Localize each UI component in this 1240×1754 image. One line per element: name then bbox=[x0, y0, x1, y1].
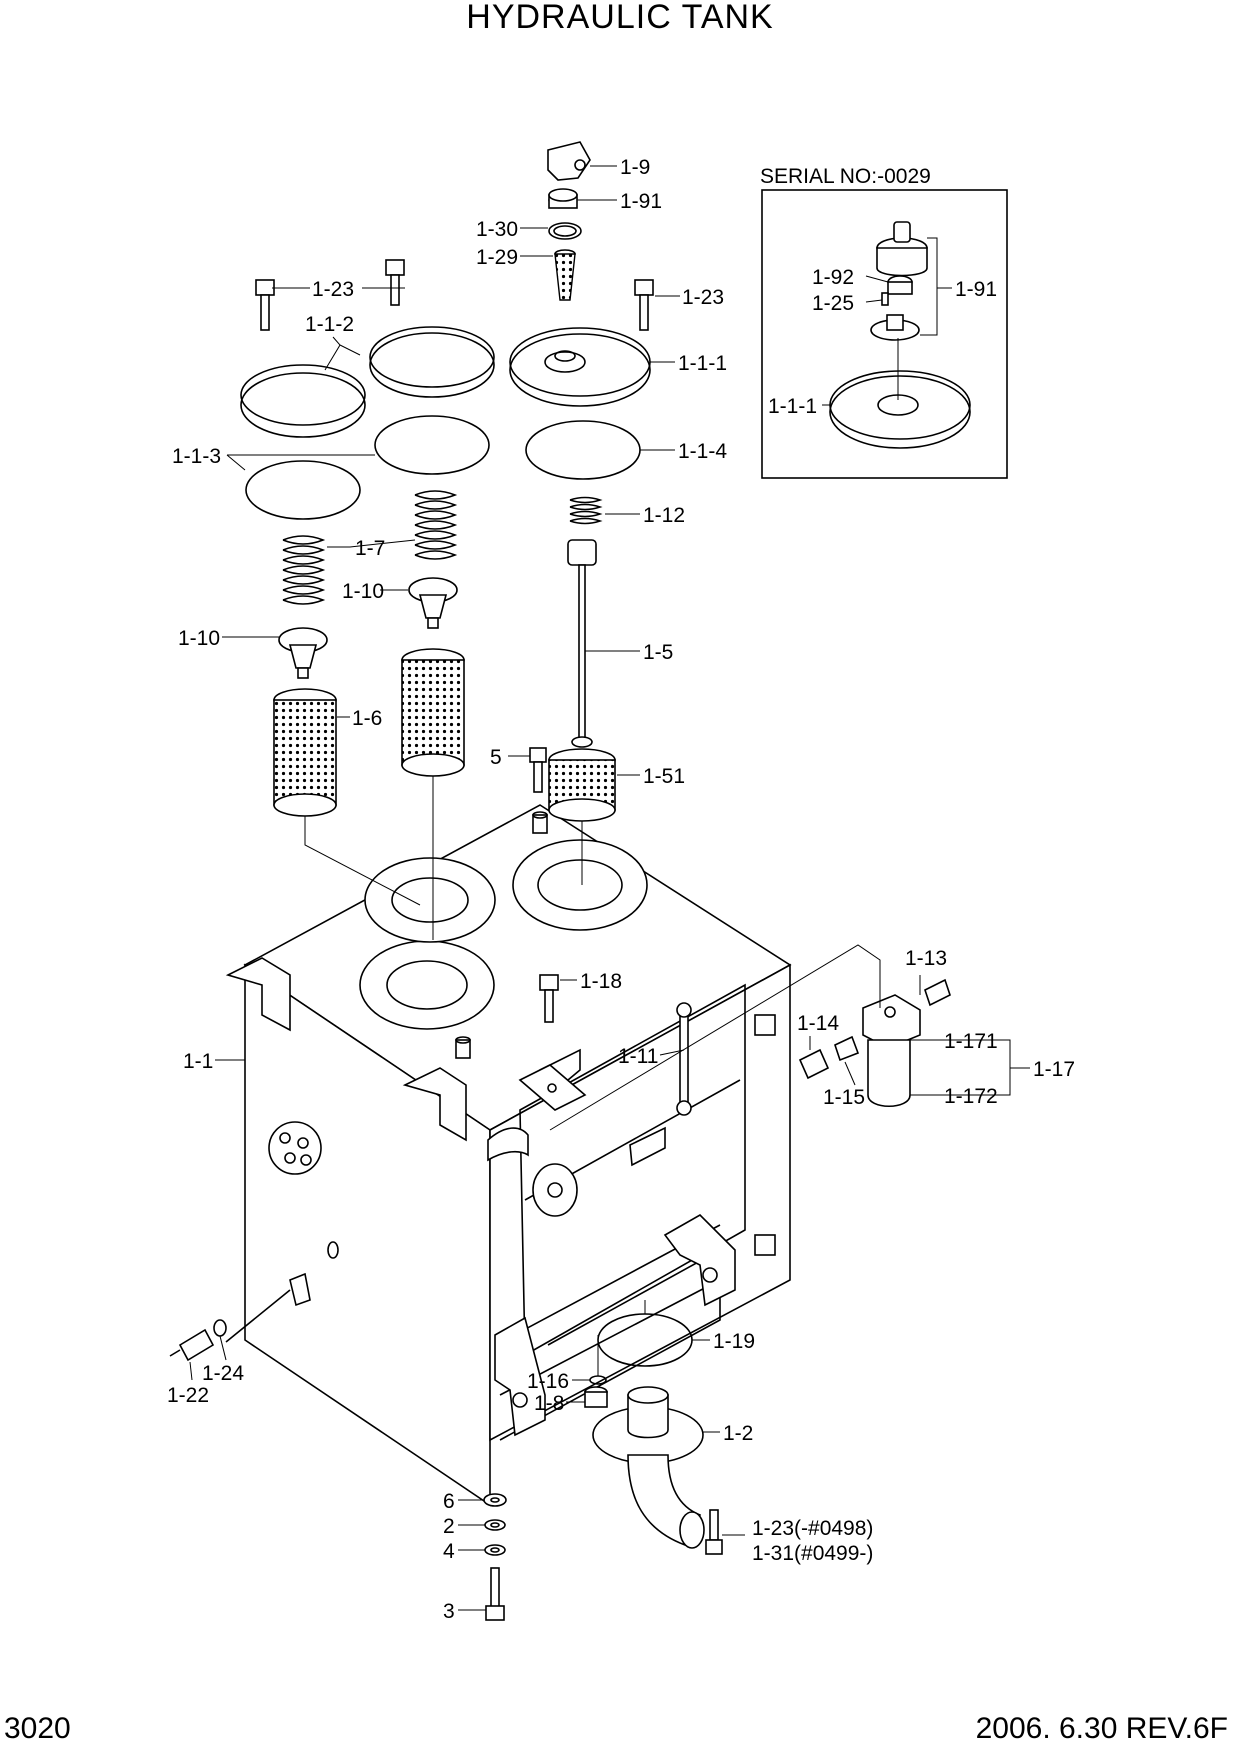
label-1-23b: 1-23 bbox=[682, 286, 724, 309]
label-1-1-4: 1-1-4 bbox=[678, 440, 727, 463]
o-ring-1-24 bbox=[213, 1319, 227, 1337]
label-1-9: 1-9 bbox=[620, 156, 650, 179]
label-1-18: 1-18 bbox=[580, 970, 622, 993]
filter-rod bbox=[567, 539, 597, 748]
bolt-1-23-pipe bbox=[705, 1509, 723, 1555]
bolt-1-23-left bbox=[255, 279, 275, 331]
snap-ring bbox=[548, 222, 582, 240]
fitting-1-15 bbox=[834, 1035, 860, 1062]
label-1-15: 1-15 bbox=[823, 1086, 865, 1109]
label-1-23-0498: 1-23(-#0498) bbox=[752, 1517, 873, 1540]
label-1-19: 1-19 bbox=[713, 1330, 755, 1353]
top-flange-left bbox=[359, 940, 495, 1030]
bypass-valve-left bbox=[278, 627, 328, 679]
fitting-1-13 bbox=[924, 978, 951, 1007]
date-revision: 2006. 6.30 REV.6F bbox=[975, 1712, 1228, 1745]
filter-element-mid bbox=[401, 648, 465, 777]
inset-title: SERIAL NO:-0029 bbox=[760, 165, 931, 188]
inset-label-1-25: 1-25 bbox=[812, 292, 854, 315]
temperature-sensor bbox=[169, 1328, 215, 1362]
label-1-31-0499: 1-31(#0499-) bbox=[752, 1542, 873, 1565]
label-1-10a: 1-10 bbox=[178, 627, 220, 650]
label-3: 3 bbox=[443, 1600, 455, 1623]
return-filter-assembly bbox=[862, 994, 921, 1107]
inset-label-1-91: 1-91 bbox=[955, 278, 997, 301]
page-title: HYDRAULIC TANK bbox=[466, 0, 774, 36]
label-1-91: 1-91 bbox=[620, 190, 662, 213]
label-1-10b: 1-10 bbox=[342, 580, 384, 603]
label-1-12: 1-12 bbox=[643, 504, 685, 527]
top-flange-center bbox=[364, 857, 496, 943]
bolt-5 bbox=[529, 747, 547, 793]
cover-plate-left bbox=[240, 364, 366, 438]
top-bracket bbox=[518, 1064, 587, 1111]
label-1-29: 1-29 bbox=[476, 246, 518, 269]
level-gauge bbox=[676, 1002, 692, 1116]
label-1-5: 1-5 bbox=[643, 641, 673, 664]
leader-lines bbox=[189, 165, 1030, 1611]
label-2: 2 bbox=[443, 1515, 455, 1538]
label-1-171: 1-171 bbox=[944, 1030, 998, 1053]
cover-plate-right bbox=[509, 327, 651, 407]
breather-nut bbox=[548, 188, 578, 209]
inset-serial-box bbox=[761, 189, 1008, 479]
bypass-valve-mid bbox=[408, 577, 458, 629]
label-1-51: 1-51 bbox=[643, 765, 685, 788]
label-1-1-3: 1-1-3 bbox=[172, 445, 221, 468]
label-4: 4 bbox=[443, 1540, 455, 1563]
return-filter-element bbox=[548, 748, 616, 822]
spring-left bbox=[282, 535, 326, 605]
washer-2 bbox=[484, 1519, 506, 1531]
washer-6 bbox=[483, 1493, 507, 1507]
label-1-2: 1-2 bbox=[723, 1422, 753, 1445]
label-1-13: 1-13 bbox=[905, 947, 947, 970]
fitting-1-14 bbox=[798, 1048, 830, 1080]
label-1-14: 1-14 bbox=[797, 1012, 839, 1035]
label-1-30: 1-30 bbox=[476, 218, 518, 241]
label-1-1: 1-1 bbox=[183, 1050, 213, 1073]
air-breather bbox=[547, 141, 591, 181]
label-1-24: 1-24 bbox=[202, 1362, 244, 1385]
label-1-16: 1-16 bbox=[527, 1370, 569, 1393]
washer-4 bbox=[484, 1544, 506, 1556]
label-1-11: 1-11 bbox=[618, 1045, 658, 1068]
suction-pipe bbox=[592, 1386, 705, 1549]
bolt-1-23-mid bbox=[385, 259, 405, 306]
inset-label-1-1-1: 1-1-1 bbox=[768, 395, 817, 418]
label-6: 6 bbox=[443, 1490, 455, 1513]
inset-label-1-92: 1-92 bbox=[812, 266, 854, 289]
spring-mid bbox=[414, 490, 458, 560]
label-1-172: 1-172 bbox=[944, 1085, 998, 1108]
label-1-6: 1-6 bbox=[352, 707, 382, 730]
label-1-7: 1-7 bbox=[355, 537, 385, 560]
label-5: 5 bbox=[490, 746, 502, 769]
o-ring-mid bbox=[374, 415, 490, 475]
label-1-22: 1-22 bbox=[167, 1384, 209, 1407]
o-ring-right bbox=[525, 420, 641, 480]
page-number: 3020 bbox=[4, 1712, 71, 1745]
bolt-3 bbox=[485, 1567, 505, 1621]
top-flange-right bbox=[512, 839, 648, 931]
bolt-1-23-right bbox=[634, 279, 654, 331]
label-1-1-2: 1-1-2 bbox=[305, 313, 354, 336]
label-1-1-1: 1-1-1 bbox=[678, 352, 727, 375]
spring-small bbox=[569, 496, 603, 525]
tank-body bbox=[225, 804, 792, 1507]
label-1-17: 1-17 bbox=[1033, 1058, 1075, 1081]
o-ring-left bbox=[245, 460, 361, 520]
drain-plug bbox=[584, 1386, 608, 1408]
label-1-8: 1-8 bbox=[534, 1392, 564, 1415]
bolt-1-18 bbox=[539, 974, 559, 1023]
strainer bbox=[554, 249, 576, 301]
cover-plate-mid bbox=[369, 326, 495, 398]
part-labels: 1-9 1-91 1-30 1-29 1-23 1-23 1-1-2 1-1-1… bbox=[167, 156, 1075, 1623]
filter-element-left bbox=[273, 688, 337, 817]
label-1-23a: 1-23 bbox=[312, 278, 354, 301]
